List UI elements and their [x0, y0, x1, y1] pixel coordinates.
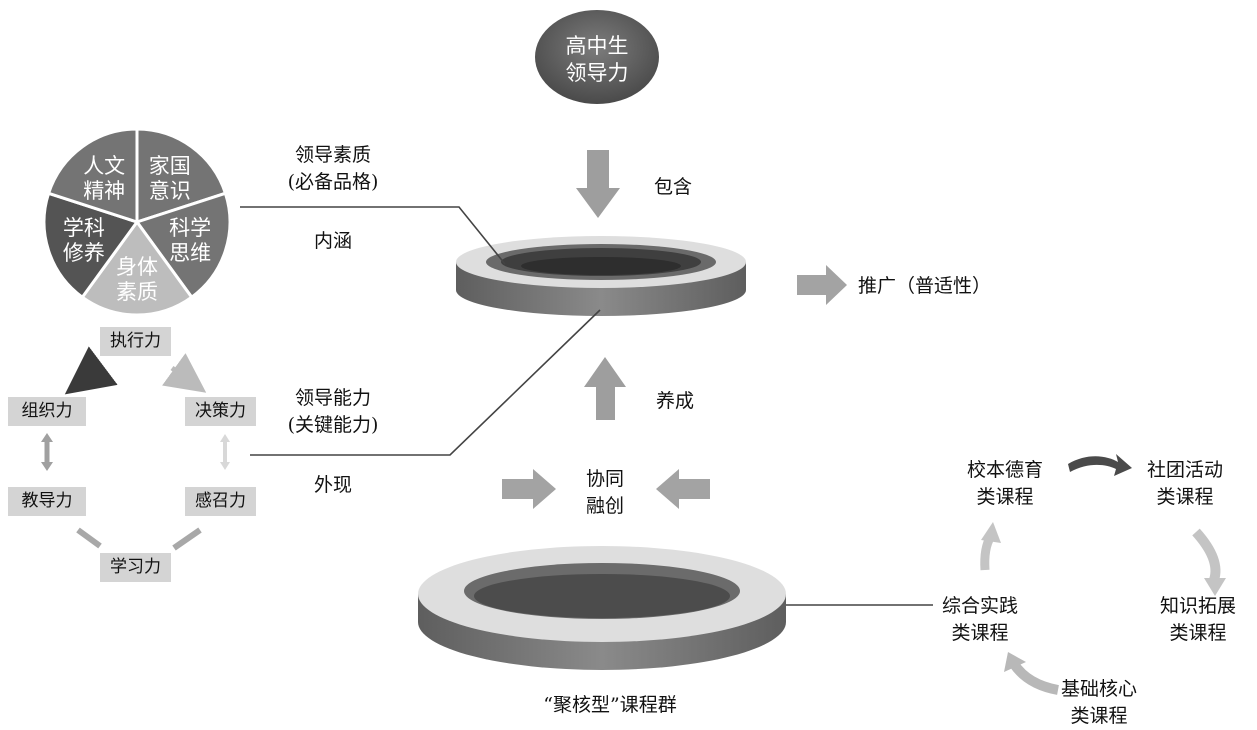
course-knowledge: 知识拓展 类课程: [1143, 593, 1253, 647]
pie-slice-discipline: [42, 191, 140, 300]
pie-slice-discipline-label-2: 修养: [63, 241, 105, 265]
pie-slice-science-label-1: 科学: [169, 216, 211, 240]
synergy-arrow-right: [656, 469, 710, 509]
include-arrow: [576, 150, 620, 218]
course-knowledge-line1: 知识拓展: [1159, 595, 1236, 617]
course-moral-line1: 校本德育: [966, 459, 1043, 481]
quality-title: 领导素质 (必备品格): [258, 142, 408, 196]
pie-slice-patriotism-label-2: 意识: [149, 179, 191, 203]
synergy-arrow-left: [502, 469, 556, 509]
pie-slice-humanities-label-2: 精神: [83, 179, 125, 203]
course-core-line2: 类课程: [1070, 705, 1128, 727]
ability-box-execution: 执行力: [100, 327, 171, 356]
header-ellipse: [535, 10, 659, 104]
ability-title-line2: (关键能力): [287, 414, 379, 436]
course-practice-line2: 类课程: [951, 622, 1009, 644]
pie-slice-patriotism: [135, 127, 228, 225]
synergy-label: 协同 融创: [570, 466, 640, 520]
pie-slice-physique: [80, 219, 194, 317]
quality-sub: 内涵: [313, 230, 352, 252]
ability-title-line1: 领导能力: [294, 387, 371, 409]
header-line2: 领导力: [566, 61, 629, 85]
ability-sub: 外现: [313, 474, 352, 496]
pie-slice-physique-label-2: 素质: [116, 280, 158, 304]
course-group-label: “聚核型”课程群: [543, 694, 677, 716]
course-club-line1: 社团活动: [1146, 459, 1223, 481]
synergy-line1: 协同: [585, 468, 624, 490]
quality-connector-line: [240, 206, 506, 265]
synergy-line2: 融创: [585, 495, 624, 517]
pie-slice-science-label-2: 思维: [169, 241, 211, 265]
quality-title-line2: (必备品格): [287, 171, 379, 193]
course-practice-line1: 综合实践: [941, 595, 1018, 617]
course-moral-line2: 类课程: [976, 486, 1034, 508]
pie-slice-humanities-label-1: 人文: [83, 154, 125, 178]
cultivate-arrow: [584, 357, 626, 420]
pie-slice-science: [134, 191, 232, 300]
course-knowledge-line2: 类课程: [1169, 622, 1227, 644]
promote-arrow: [797, 265, 847, 305]
pie-slice-discipline-label-1: 学科: [63, 216, 105, 240]
course-club-line2: 类课程: [1156, 486, 1214, 508]
course-core-line1: 基础核心: [1060, 678, 1137, 700]
bottom-ring: [418, 546, 786, 670]
promote-label: 推广（普适性）: [858, 275, 992, 297]
pie-slice-physique-label-1: 身体: [116, 255, 158, 279]
pie-slice-humanities: [46, 127, 139, 225]
course-practice: 综合实践 类课程: [925, 593, 1035, 647]
top-ring: [456, 236, 746, 316]
ability-box-organization: 组织力: [8, 397, 86, 426]
cultivate-label: 养成: [655, 390, 694, 412]
quality-title-line1: 领导素质: [294, 144, 371, 166]
course-moral: 校本德育 类课程: [950, 457, 1060, 511]
include-label: 包含: [653, 176, 692, 198]
ability-box-learning: 学习力: [100, 553, 171, 582]
course-core: 基础核心 类课程: [1044, 676, 1154, 730]
course-cycle-arrows: [980, 454, 1226, 695]
ability-title: 领导能力 (关键能力): [258, 385, 408, 439]
ability-connector-line: [250, 309, 601, 456]
ability-box-decision: 决策力: [185, 397, 256, 426]
course-club: 社团活动 类课程: [1130, 457, 1240, 511]
header-line1: 高中生: [566, 34, 629, 58]
ability-box-inspiration: 感召力: [185, 487, 256, 516]
ability-box-teaching: 教导力: [8, 487, 86, 516]
pie-slice-patriotism-label-1: 家国: [149, 154, 191, 178]
ability-cycle-arrows: [41, 346, 230, 551]
